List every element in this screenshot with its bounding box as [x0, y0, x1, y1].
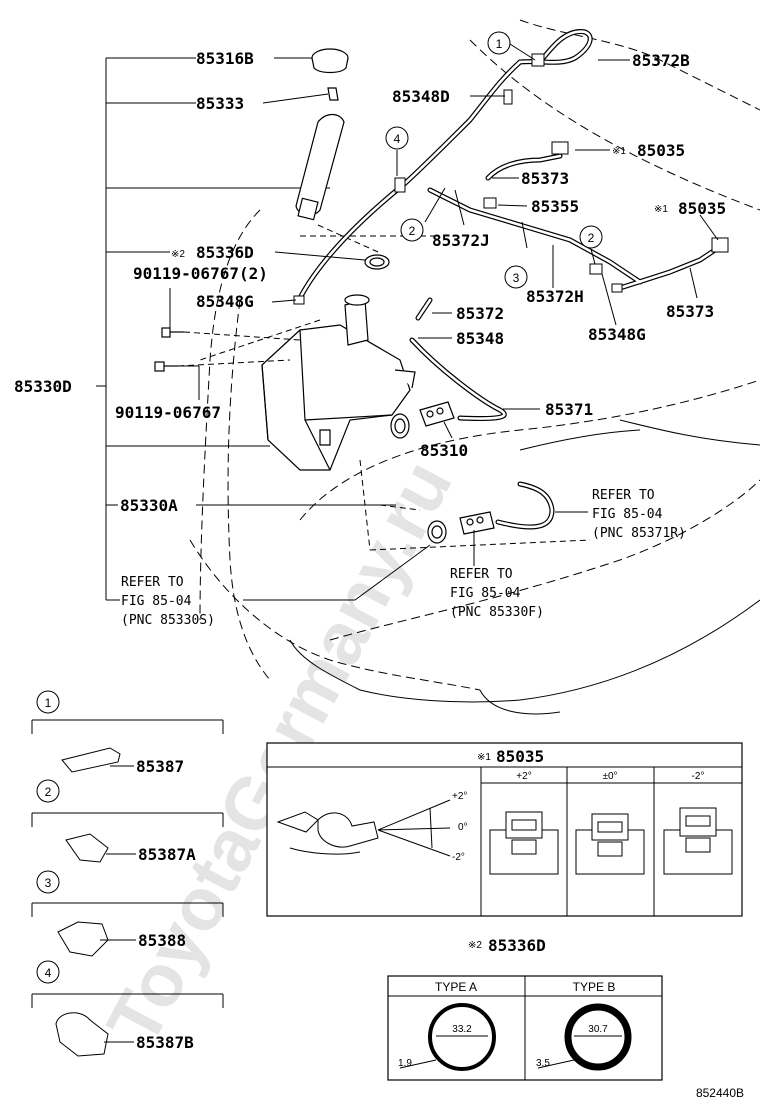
washer-tank	[261, 294, 416, 471]
legend-num-2: 2	[45, 785, 52, 799]
nozzle-col-2: ±0°	[602, 771, 617, 782]
label-85348D: 85348D	[392, 87, 450, 106]
svg-text:1: 1	[496, 37, 503, 51]
legend-item-3: 3 85388	[36, 870, 186, 957]
install-guides	[177, 224, 591, 551]
gasket-85336D	[364, 254, 390, 270]
label-85373-top: 85373	[521, 169, 569, 188]
legend-num-1: 1	[45, 696, 52, 710]
nozzle-angle-box: ※1 85035 +2° ±0° -2° +2° 0° -2°	[266, 742, 743, 917]
label-85371: 85371	[545, 400, 593, 419]
nozzle-angle-top: +2°	[452, 791, 467, 802]
bolts	[154, 327, 184, 372]
ref-mid-line1: REFER TO	[450, 567, 513, 582]
legend-part-1: 85387	[136, 757, 184, 776]
clip-circle-3: 3	[504, 265, 528, 289]
label-85348G-right: 85348G	[588, 325, 646, 344]
pump-85310	[390, 401, 455, 439]
label-mark-1-top: ※1	[612, 146, 626, 157]
label-90119-2: 90119-06767(2)	[133, 264, 268, 283]
label-85333: 85333	[196, 94, 244, 113]
legend-item-4: 4 85387B	[36, 960, 194, 1057]
clip-circle-2a: 2	[400, 218, 424, 242]
label-85372H: 85372H	[526, 287, 584, 306]
svg-text:3: 3	[513, 271, 520, 285]
legend-num-3: 3	[45, 876, 52, 890]
svg-text:2: 2	[588, 231, 595, 245]
ref-right-line2: FIG 85-04	[592, 507, 663, 522]
label-85330D: 85330D	[14, 377, 72, 396]
cap-85316B	[311, 48, 349, 74]
ref-left-line1: REFER TO	[121, 575, 184, 590]
label-85330A: 85330A	[120, 496, 178, 515]
label-mark-2: ※2	[171, 249, 185, 260]
filler-neck-85333	[295, 87, 345, 221]
label-85336D: 85336D	[196, 243, 254, 262]
label-90119: 90119-06767	[115, 403, 221, 422]
clip-circle-4: 4	[385, 126, 409, 150]
clip-circle-2b: 2	[579, 225, 603, 249]
gasket-type-box: ※2 85336D TYPE A TYPE B 33.2 1.9 30.7 3.…	[387, 936, 663, 1081]
nozzle-angle-bot: -2°	[452, 852, 465, 863]
fittings	[293, 53, 729, 305]
gasket-a-inner: 33.2	[452, 1024, 472, 1035]
legend-item-1: 1 85387	[36, 690, 184, 776]
gasket-b-thick: 3.5	[536, 1058, 550, 1069]
gasket-b-inner: 30.7	[588, 1024, 608, 1035]
figure-code: 852440B	[696, 1086, 744, 1100]
label-85310: 85310	[420, 441, 468, 460]
label-85373-right: 85373	[666, 302, 714, 321]
nozzle-col-3: -2°	[692, 771, 705, 782]
legend-num-4: 4	[45, 966, 52, 980]
ref-mid-line3: (PNC 85330F)	[450, 605, 544, 620]
clip-circle-1: 1	[487, 31, 511, 55]
legend-part-3: 85388	[138, 931, 186, 950]
label-85348G-left: 85348G	[196, 292, 254, 311]
gasket-box-mark: ※2	[468, 940, 482, 951]
gasket-type-a: TYPE A	[435, 980, 477, 994]
ref-left-line2: FIG 85-04	[121, 594, 192, 609]
body-outline-solid	[289, 419, 760, 715]
pump-lower	[427, 511, 495, 544]
leader-lines	[164, 43, 719, 601]
legend-part-4: 85387B	[136, 1033, 194, 1052]
hoses-inner	[298, 30, 717, 529]
label-85316B: 85316B	[196, 49, 254, 68]
nozzle-box-title: 85035	[496, 747, 544, 766]
ref-right-line3: (PNC 85371R)	[592, 526, 686, 541]
label-85372J: 85372J	[432, 231, 490, 250]
label-85355: 85355	[531, 197, 579, 216]
nozzle-box-mark: ※1	[477, 752, 491, 763]
ref-left-line3: (PNC 85330S)	[121, 613, 215, 628]
label-85035-right: 85035	[678, 199, 726, 218]
ref-right-line1: REFER TO	[592, 488, 655, 503]
ref-mid-line2: FIG 85-04	[450, 586, 521, 601]
nozzle-col-1: +2°	[516, 771, 531, 782]
label-85348: 85348	[456, 329, 504, 348]
label-85372: 85372	[456, 304, 504, 323]
nozzle-angle-mid: 0°	[458, 822, 468, 833]
svg-text:2: 2	[409, 224, 416, 238]
gasket-box-title: 85336D	[488, 936, 546, 955]
body-outline	[189, 19, 760, 691]
label-85035-top: 85035	[637, 141, 685, 160]
legend-part-2: 85387A	[138, 845, 196, 864]
label-mark-1-right: ※1	[654, 204, 668, 215]
gasket-a-thick: 1.9	[398, 1058, 412, 1069]
label-85372B: 85372B	[632, 51, 690, 70]
clip-legend	[31, 719, 224, 1008]
gasket-type-b: TYPE B	[573, 980, 616, 994]
svg-text:4: 4	[394, 132, 401, 146]
legend-item-2: 2 85387A	[36, 779, 196, 864]
left-bracket	[96, 57, 330, 601]
